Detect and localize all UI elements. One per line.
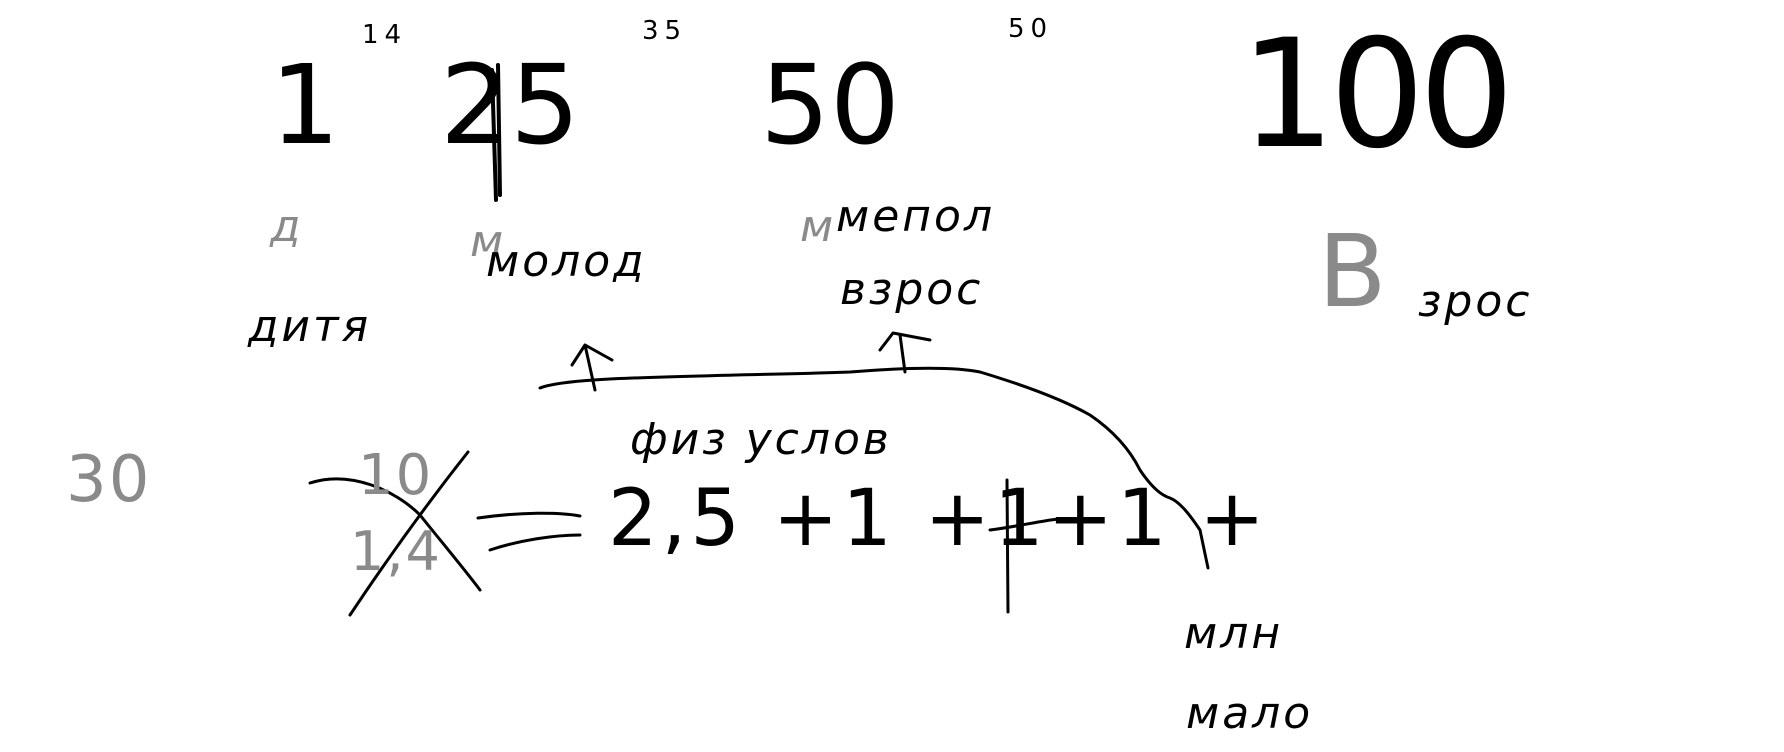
strike-25: [490, 63, 502, 202]
cross-out-x: [308, 450, 482, 617]
big-number-25: 25: [440, 41, 580, 169]
gray-letter-v: В: [1318, 213, 1389, 330]
gray-letter-m1: м: [470, 216, 507, 267]
word-malo: мало: [1186, 688, 1314, 739]
gray-letter-d: д: [270, 201, 304, 252]
word-ditya: дитя: [248, 301, 372, 352]
word-vzros-right: зрос: [1418, 276, 1533, 327]
big-number-1: 1: [270, 41, 340, 169]
word-mepol: мепол: [836, 191, 996, 242]
big-number-100: 100: [1240, 8, 1514, 182]
gray-letter-m2: м: [800, 201, 837, 252]
small-number-50: 50: [1008, 14, 1054, 44]
word-vzros-mid: взрос: [840, 264, 984, 315]
gray-number-10: 10: [358, 443, 434, 508]
development-curve: [538, 366, 1210, 570]
small-number-14: 14: [362, 20, 408, 50]
word-fiz-uslov: физ услов: [630, 414, 892, 465]
big-number-50: 50: [760, 41, 900, 169]
formula-text: 2,5 +1 +1+1 +: [608, 474, 1269, 564]
gray-number-30: 30: [66, 443, 152, 517]
equals-dash: [476, 511, 582, 552]
gray-ratio: 1,4: [350, 520, 442, 583]
word-molod: молод: [486, 236, 647, 287]
word-mln: млн: [1184, 608, 1284, 659]
small-number-35: 35: [642, 16, 688, 46]
formula-strike: [988, 478, 1080, 614]
up-arrow-1: [570, 343, 614, 392]
up-arrow-2: [878, 331, 932, 374]
